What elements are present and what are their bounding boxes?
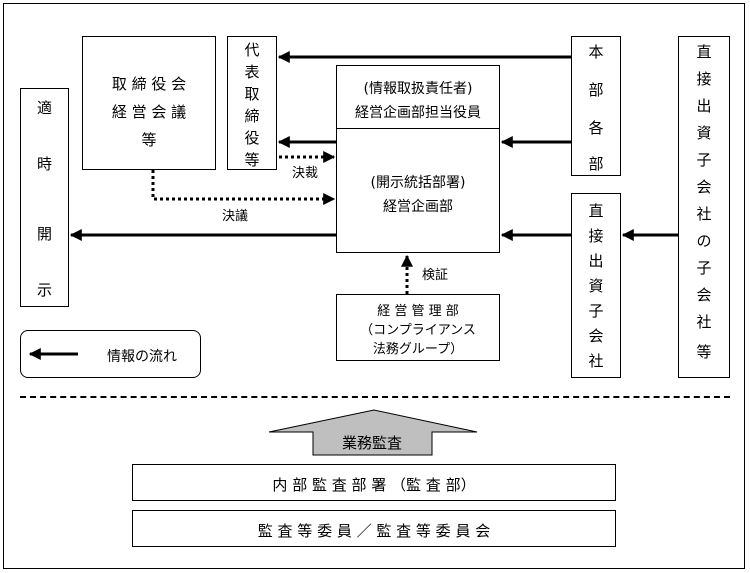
label-kessai: 決裁 xyxy=(292,166,319,181)
subsidiary-char: 子 xyxy=(588,302,604,320)
node-representative-director: 代 表 取 締 役 等 xyxy=(227,36,277,170)
node-management-department: 経 営 管 理 部 （コンプライアンス 法務グループ） xyxy=(336,294,500,361)
mgmt-line: 経 営 管 理 部 xyxy=(377,304,459,319)
board-line: 経 営 会 議 xyxy=(111,103,187,121)
subsidiary-char: 直 xyxy=(588,202,604,220)
subsub-char: 直 xyxy=(696,43,712,61)
label-kensho: 検証 xyxy=(422,268,449,283)
board-line: 取 締 役 会 xyxy=(111,75,187,93)
subsidiary-char: 接 xyxy=(588,227,604,245)
diagram-frame xyxy=(3,3,745,569)
officer-divider xyxy=(337,128,499,129)
honbu-char: 各 xyxy=(588,119,604,137)
node-direct-subsidiary: 直 接 出 資 子 会 社 xyxy=(571,193,621,378)
subsidiary-char: 資 xyxy=(588,277,604,295)
honbu-char: 部 xyxy=(588,81,604,99)
subsub-char: 会 xyxy=(696,286,712,304)
subsidiary-char: 社 xyxy=(588,352,604,370)
planning-line: 経営企画部 xyxy=(383,199,453,215)
officer-line: (情報取扱責任者) xyxy=(363,81,473,97)
daihyo-char: 締 xyxy=(244,107,260,125)
audit-dept-text: 内 部 監 査 部 署 （監 査 部） xyxy=(272,476,476,494)
officer-line: 経営企画部担当役員 xyxy=(355,105,481,121)
node-internal-audit-department: 内 部 監 査 部 署 （監 査 部） xyxy=(132,464,616,501)
planning-line: (開示統括部署) xyxy=(370,175,466,191)
node-subsidiary-of-subsidiary: 直 接 出 資 子 会 社 の 子 会 社 等 xyxy=(678,36,730,378)
board-line: 等 xyxy=(141,131,157,149)
subsub-char: 社 xyxy=(696,313,712,331)
node-officer-planning: (情報取扱責任者) 経営企画部担当役員 (開示統括部署) 経営企画部 xyxy=(336,65,500,253)
honbu-char: 本 xyxy=(588,43,604,61)
separator-dashed xyxy=(20,396,730,398)
label-kengi: 決議 xyxy=(222,209,249,224)
subsub-char: 子 xyxy=(696,151,712,169)
tekiji-char: 適 xyxy=(36,99,52,117)
subsub-char: 等 xyxy=(696,343,712,361)
subsub-char: 出 xyxy=(696,97,712,115)
subsidiary-char: 会 xyxy=(588,327,604,345)
subsub-char: 会 xyxy=(696,178,712,196)
mgmt-line: 法務グループ） xyxy=(372,342,464,357)
subsub-char: 社 xyxy=(696,205,712,223)
audit-committee-text: 監 査 等 委 員 ／ 監 査 等 委 員 会 xyxy=(257,522,491,540)
daihyo-char: 代 xyxy=(244,41,260,59)
business-audit-arrow xyxy=(268,409,478,456)
tekiji-char: 示 xyxy=(36,281,52,299)
daihyo-char: 取 xyxy=(244,85,260,103)
node-headquarters-departments: 本 部 各 部 xyxy=(571,36,621,176)
tekiji-char: 開 xyxy=(36,225,52,243)
subsidiary-char: 出 xyxy=(588,252,604,270)
subsub-char: 子 xyxy=(696,259,712,277)
subsub-char: 接 xyxy=(696,70,712,88)
daihyo-char: 表 xyxy=(244,63,260,81)
daihyo-char: 役 xyxy=(244,129,260,147)
tekiji-char: 時 xyxy=(36,155,52,173)
honbu-char: 部 xyxy=(588,155,604,173)
subsub-char: 資 xyxy=(696,124,712,142)
daihyo-char: 等 xyxy=(244,151,260,169)
node-tekiji-kaiji: 適 時 開 示 xyxy=(20,88,69,307)
node-audit-committee: 監 査 等 委 員 ／ 監 査 等 委 員 会 xyxy=(132,510,616,547)
subsub-char: の xyxy=(696,232,712,250)
mgmt-line: （コンプライアンス xyxy=(360,323,476,338)
legend-label: 情報の流れ xyxy=(107,349,177,365)
node-board-meeting: 取 締 役 会 経 営 会 議 等 xyxy=(82,36,216,170)
label-business-audit: 業務監査 xyxy=(342,434,403,452)
